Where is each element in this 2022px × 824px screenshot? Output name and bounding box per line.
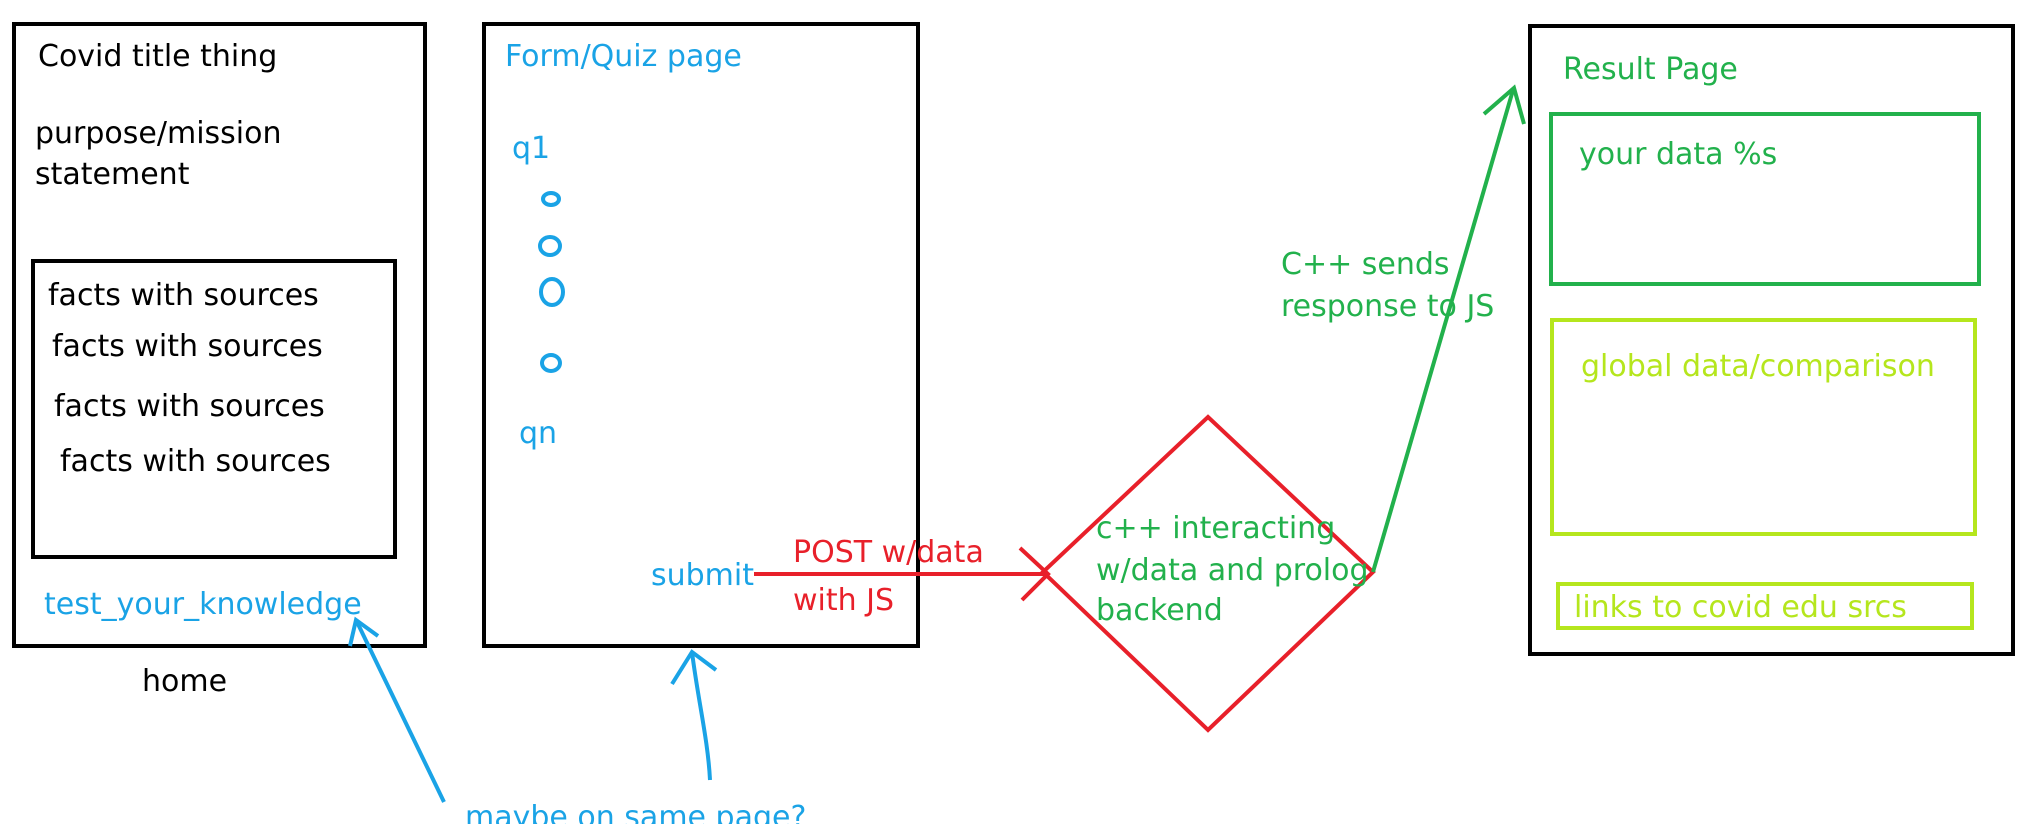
home-page: Covid title thing purpose/mission statem… bbox=[12, 22, 427, 699]
backend-label-line-1: c++ interacting bbox=[1096, 511, 1335, 546]
quiz-title: Form/Quiz page bbox=[505, 39, 742, 74]
post-label-line-1: POST w/data bbox=[793, 535, 984, 570]
result-page: Result Page your data %s global data/com… bbox=[1528, 24, 2015, 656]
your-data-label: your data %s bbox=[1579, 137, 1777, 172]
your-data-panel bbox=[1549, 112, 1981, 286]
response-arrow-head bbox=[1482, 84, 1526, 125]
question-last-label: qn bbox=[519, 416, 557, 451]
post-arrow: POST w/data with JS bbox=[754, 535, 1051, 618]
quiz-page: Form/Quiz page q1 qn submit bbox=[482, 22, 920, 648]
home-caption: home bbox=[142, 664, 227, 699]
home-page-frame bbox=[12, 22, 427, 648]
radio-option-icon[interactable] bbox=[540, 353, 562, 373]
note-arrow-to-link bbox=[355, 621, 446, 803]
edu-links-panel[interactable] bbox=[1556, 582, 1974, 630]
result-page-frame bbox=[1528, 24, 2015, 656]
radio-option-icon[interactable] bbox=[539, 277, 565, 307]
home-title: Covid title thing bbox=[38, 39, 277, 74]
result-title: Result Page bbox=[1563, 52, 1738, 87]
same-page-note: maybe on same page? bbox=[348, 616, 806, 824]
global-data-panel bbox=[1550, 318, 1977, 536]
response-label-line-2: response to JS bbox=[1281, 289, 1494, 324]
fact-item: facts with sources bbox=[52, 329, 323, 364]
post-label-line-2: with JS bbox=[793, 583, 894, 618]
backend-node: c++ interacting w/data and prolog backen… bbox=[1040, 414, 1376, 733]
submit-button[interactable]: submit bbox=[651, 558, 754, 593]
fact-item: facts with sources bbox=[60, 444, 331, 479]
backend-label-line-2: w/data and prolog bbox=[1096, 553, 1369, 588]
fact-item: facts with sources bbox=[54, 389, 325, 424]
same-page-note-label: maybe on same page? bbox=[465, 800, 806, 824]
response-arrow-line bbox=[1371, 89, 1515, 573]
quiz-page-frame bbox=[482, 22, 920, 648]
question-first-label: q1 bbox=[512, 131, 550, 166]
edu-links-label[interactable]: links to covid edu srcs bbox=[1574, 590, 1907, 625]
response-label-line-1: C++ sends bbox=[1281, 247, 1450, 282]
response-arrow: C++ sends response to JS bbox=[1281, 84, 1526, 573]
global-data-label: global data/comparison bbox=[1581, 349, 1935, 384]
home-purpose-line-1: purpose/mission bbox=[35, 116, 282, 151]
test-your-knowledge-link[interactable]: test_your_knowledge bbox=[44, 587, 362, 622]
note-arrow-to-submit bbox=[690, 651, 712, 781]
backend-diamond bbox=[1040, 414, 1376, 733]
radio-option-icon[interactable] bbox=[538, 235, 562, 257]
fact-item: facts with sources bbox=[48, 278, 319, 313]
note-arrow-to-link-head bbox=[348, 616, 380, 647]
facts-box bbox=[31, 259, 397, 559]
backend-label-line-3: backend bbox=[1096, 593, 1223, 628]
post-arrow-head bbox=[1018, 546, 1051, 602]
home-purpose-line-2: statement bbox=[35, 157, 190, 192]
note-arrow-to-submit-head bbox=[670, 649, 718, 686]
radio-option-icon[interactable] bbox=[541, 191, 561, 207]
